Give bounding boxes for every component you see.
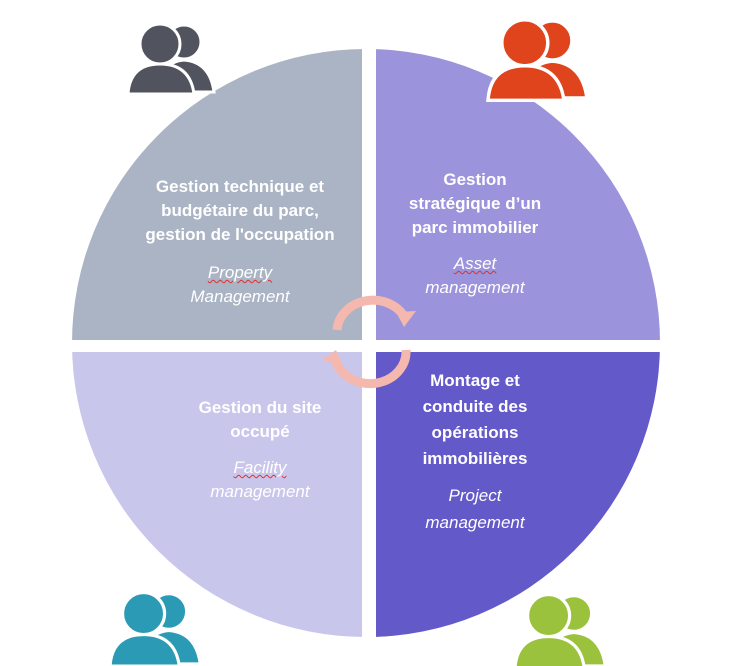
title-line: stratégique d’un <box>408 194 542 213</box>
title-line: conduite des <box>422 397 528 416</box>
subtitle-line: Project <box>448 486 502 505</box>
subtitle-line: Facility <box>233 458 287 477</box>
title-line: gestion de l'occupation <box>145 225 335 244</box>
title-line: occupé <box>230 422 290 441</box>
people-icon-top-left <box>126 22 216 96</box>
people-icon-bottom-right <box>513 593 607 666</box>
title-line: Montage et <box>430 371 520 390</box>
quadrant-asset-text: Gestion stratégique d’un parc immobilier A… <box>385 168 565 300</box>
subtitle-line: Property <box>207 263 273 282</box>
subtitle-line: management <box>210 482 310 501</box>
cycle-arrows-icon <box>322 295 416 389</box>
title-line: opérations <box>431 423 519 442</box>
title-line: parc immobilier <box>411 218 539 237</box>
subtitle-line: management <box>425 278 525 297</box>
people-icon-bottom-left <box>108 591 203 666</box>
quadrant-project-text: Montage et conduite des opérations immobili… <box>385 368 565 536</box>
title-line: Gestion technique et <box>155 177 325 196</box>
title-line: Gestion <box>443 170 507 189</box>
subtitle-line: Asset <box>453 254 497 273</box>
subtitle-line: Management <box>190 287 290 306</box>
title-line: Gestion du site <box>198 398 322 417</box>
title-line: budgétaire du parc, <box>161 201 319 220</box>
quadrant-facility-text: Gestion du site occupé Facility management <box>170 396 350 504</box>
people-icon-top-right <box>486 18 589 103</box>
quadrant-property-text: Gestion technique et budgétaire du parc, g… <box>130 175 350 309</box>
subtitle-line: management <box>425 513 525 532</box>
title-line: immobilières <box>422 449 528 468</box>
